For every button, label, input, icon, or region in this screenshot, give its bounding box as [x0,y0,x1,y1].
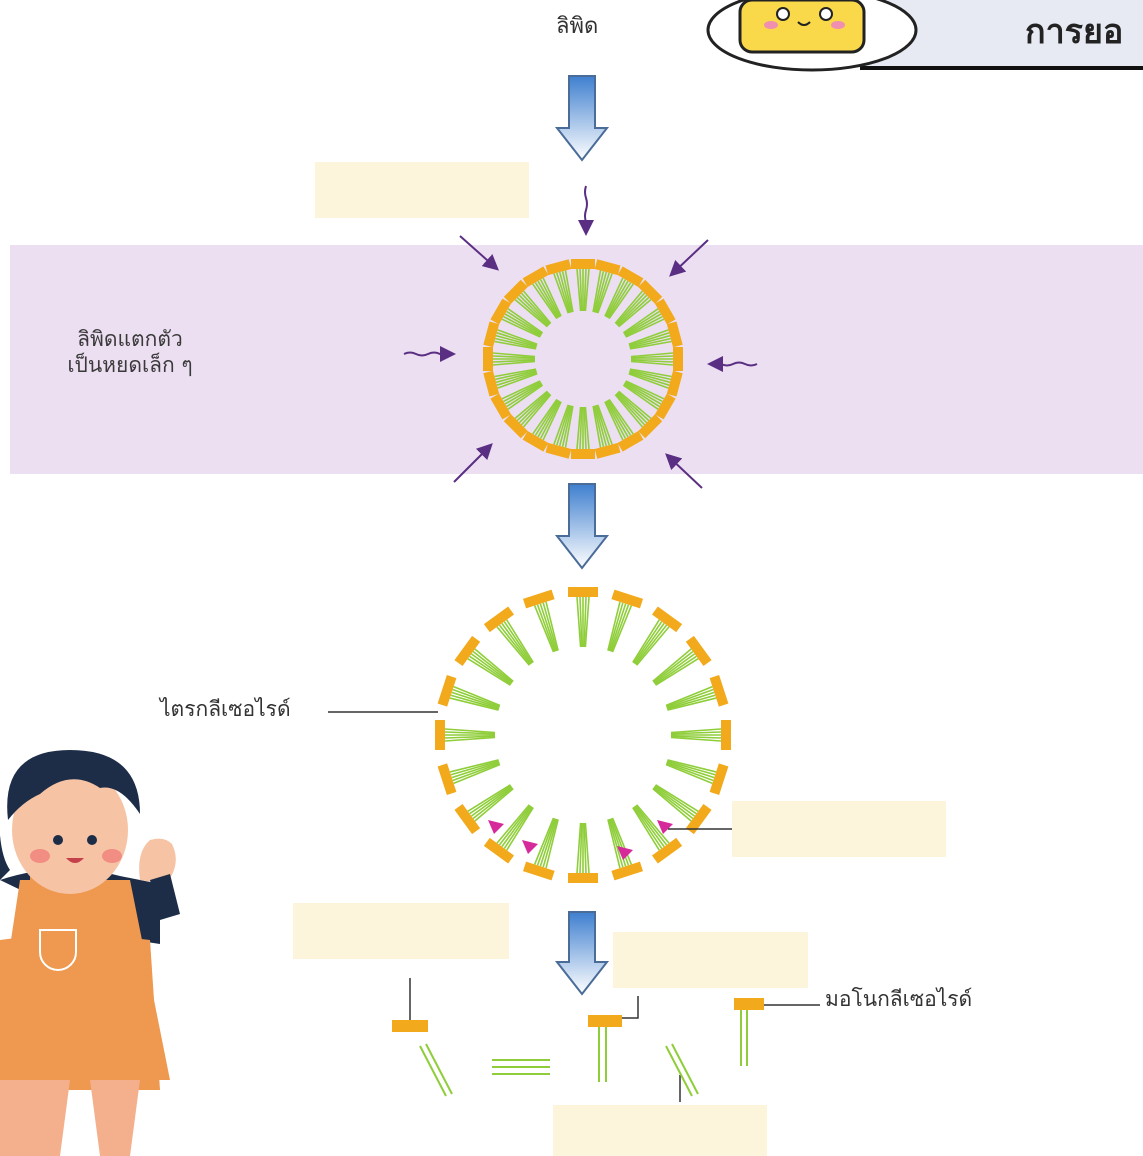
lipid-molecule [623,606,683,672]
lipid-molecule [435,720,495,750]
lipid-molecule [568,587,598,647]
lipid-molecule [484,606,544,672]
lipase-enzyme-icon [488,820,504,834]
lipid-molecule [662,748,728,795]
lipid-molecule [454,636,520,696]
butter-mascot-icon [708,0,916,70]
lipid-molecule [571,407,595,459]
lipid-molecule [454,775,520,835]
triglyceride-ring [435,587,731,883]
down-arrow-1 [557,76,607,160]
lipase-enzyme-icon [522,840,538,854]
lipid-molecule [438,675,504,722]
digestion-products [392,998,764,1096]
lipid-molecule [662,675,728,722]
lipid-molecule [596,590,643,656]
lipid-molecule [645,636,711,696]
lipid-molecule [571,259,595,311]
lipid-molecule [671,720,731,750]
lipid-molecule [645,775,711,835]
lipid-molecule [438,748,504,795]
lipid-molecule [483,347,535,371]
lipid-molecule [568,823,598,883]
girl-character-illustration [0,750,180,1156]
lipid-molecule [623,797,683,863]
down-arrow-2 [557,484,607,568]
down-arrow-3 [557,912,607,994]
lipid-molecule [631,347,683,371]
lipid-droplet [483,259,683,459]
lipid-molecule [523,590,570,656]
